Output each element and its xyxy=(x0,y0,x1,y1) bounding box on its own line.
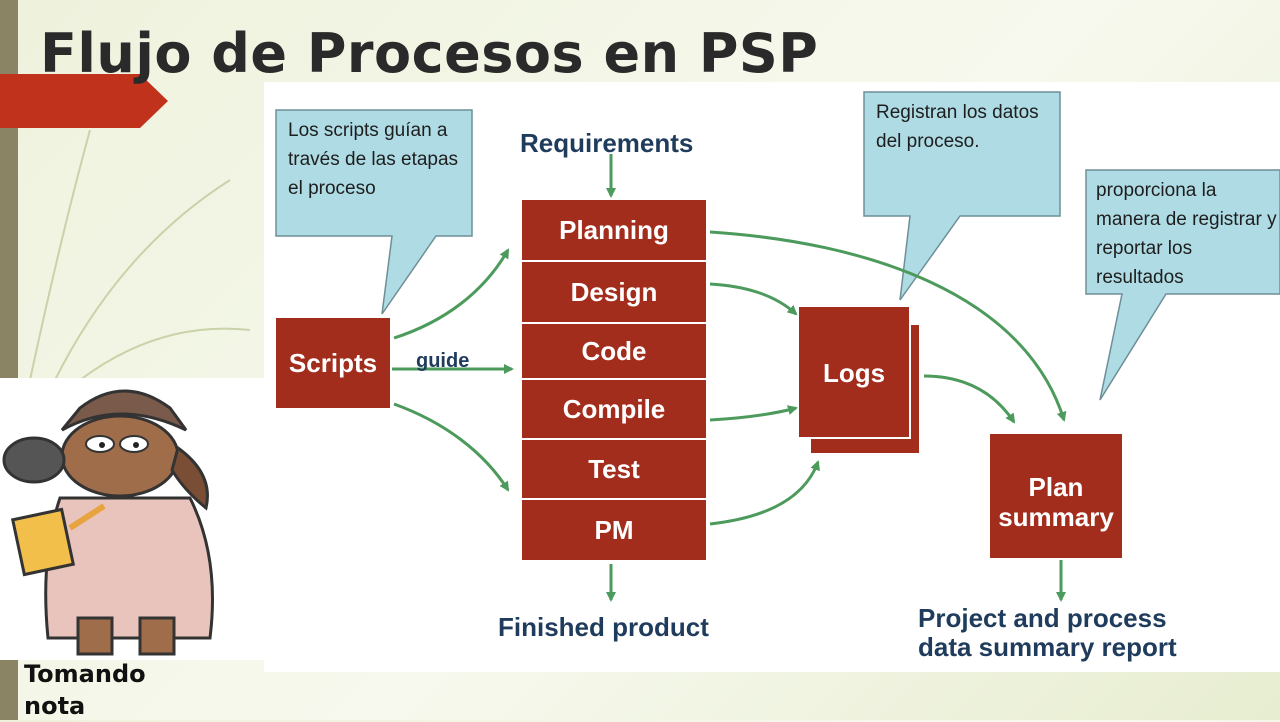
summary-callout-text: proporciona la manera de registrar y rep… xyxy=(1096,180,1277,288)
arrow-logs-summary xyxy=(923,374,1016,424)
psp-process-diagram: Los scripts guían a través de las etapas… xyxy=(264,82,1280,672)
stage-label-planning: Planning xyxy=(559,214,669,245)
stage-label-compile: Compile xyxy=(562,393,666,424)
scripts-label: Scripts xyxy=(288,348,378,378)
arrow-design-logs xyxy=(709,282,798,316)
arrow-pm-logs xyxy=(709,460,820,526)
code-stage xyxy=(522,324,706,378)
design-stage xyxy=(522,262,706,322)
guide-label: guide xyxy=(416,350,470,372)
logs-callout-text: Registran los datos del proceso. xyxy=(876,102,1039,152)
plan-summary-box xyxy=(990,434,1122,558)
stage-label-code: Code xyxy=(581,335,647,366)
logs-label: Logs xyxy=(822,358,886,388)
arrow-scripts-planning xyxy=(393,248,510,340)
scripts-callout-text: Los scripts guían a través de las etapas… xyxy=(288,120,459,199)
compile-stage xyxy=(522,380,706,438)
requirements-label: Requirements xyxy=(520,128,694,158)
decorative-grass xyxy=(29,129,251,380)
arrow-scripts-test xyxy=(393,402,510,492)
plan-summary-label: Plan summary xyxy=(998,472,1114,532)
scripts-callout xyxy=(275,109,473,315)
logs-callout xyxy=(863,91,1061,301)
summary-callout xyxy=(1085,169,1280,401)
slide-title: Flujo de Procesos en PSP xyxy=(40,22,819,85)
test-stage xyxy=(522,440,706,498)
logs-box xyxy=(797,305,911,439)
planning-stage xyxy=(522,200,706,260)
pm-stage xyxy=(522,500,706,560)
report-label: Project and process data summary report xyxy=(918,603,1177,662)
scripts-box xyxy=(276,318,390,408)
arrow-planning-summary xyxy=(709,230,1067,422)
title-accent-tab xyxy=(0,74,168,128)
mascot-caption: Tomando nota xyxy=(24,660,146,720)
detective-dog-illustration xyxy=(0,378,264,660)
stage-label-design: Design xyxy=(570,276,658,307)
stage-label-test: Test xyxy=(588,453,640,484)
arrow-compile-logs xyxy=(709,405,798,422)
stage-label-pm: PM xyxy=(594,514,634,545)
finished-product-label: Finished product xyxy=(498,612,709,642)
